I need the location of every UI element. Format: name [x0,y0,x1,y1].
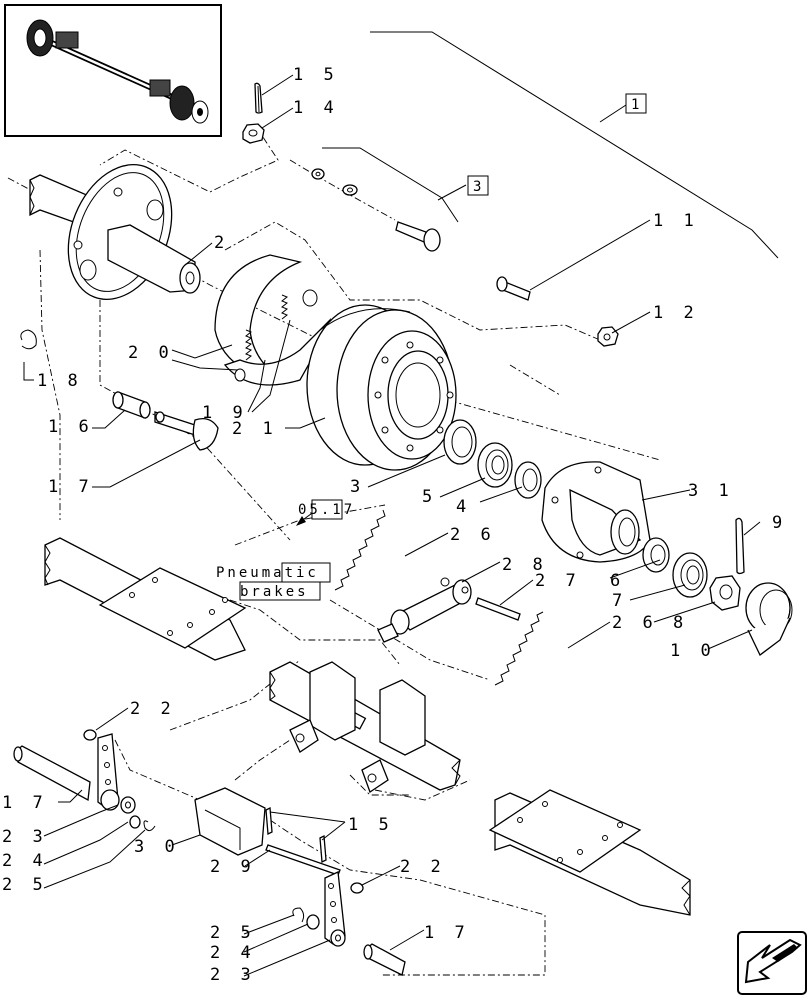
back-arrow-icon[interactable] [737,931,807,995]
callout-10: 1 0 [670,641,716,661]
nut-12 [597,326,619,347]
lever-arm-upper [97,733,120,811]
callout-24b: 2 4 [210,943,256,963]
callout-6: 6 [610,571,625,591]
bearing-7 [672,552,708,598]
mounting-plate-left [98,567,247,649]
callout-2: 2 [214,233,229,253]
callout-19: 1 9 [202,403,248,423]
callout-23a: 2 3 [2,827,48,847]
svg-text:Pneumatic: Pneumatic [216,565,319,581]
callout-23b: 2 3 [210,965,256,985]
callout-3: 3 [350,477,365,497]
bushing-16 [112,391,151,419]
brake-chamber-28 [377,577,472,643]
tension-spring-268 [494,611,544,686]
washer-23-24-upper [120,796,156,832]
washer-23-24-25-lower [292,907,346,947]
callout-5: 5 [422,487,437,507]
callout-15b: 1 5 [348,815,394,835]
callout-25b: 2 5 [210,923,256,943]
cotter-pin-15 [254,82,263,114]
bracket-pair-left [289,661,356,753]
castle-nut-8 [709,575,741,611]
assembly-bracket-lines [322,31,779,259]
axle-thumbnail-icon [26,19,209,124]
callout-11: 1 1 [653,211,699,231]
ref-box-1[interactable]: 1 [625,93,647,114]
castle-nut-14 [242,123,265,144]
leader-lines [23,74,761,977]
race-6 [642,537,670,573]
shaft-17-lower-left [13,745,91,802]
ref-box-3[interactable]: 3 [467,175,489,196]
callout-15: 1 5 [293,65,339,85]
race-4 [514,461,542,499]
bracket-29 [194,787,266,856]
callout-4: 4 [456,497,471,517]
callout-20: 2 0 [128,343,174,363]
bolt-11 [496,276,531,301]
spindle-2 [107,224,201,294]
callout-21: 2 1 [232,419,278,439]
callout-9: 9 [772,513,787,533]
callout-labels: 1 5 1 4 2 1 1 1 2 2 0 1 8 1 9 1 6 2 1 1 … [2,65,787,985]
alignment-lines [7,124,661,976]
tension-spring-26 [334,509,386,591]
callout-17: 1 7 [48,477,94,497]
bracket-pair-right [361,679,426,793]
callout-18: 1 8 [37,371,83,391]
bolt-pin-upper [395,221,441,252]
callout-27: 2 7 [535,571,581,591]
mounting-plate-right [488,789,642,873]
push-rod-27 [475,597,521,621]
callout-12: 1 2 [653,303,699,323]
washer-22a [83,729,97,741]
callout-28: 2 8 [502,555,548,575]
callout-14: 1 4 [293,98,339,118]
callout-22b: 2 2 [400,857,446,877]
shaft-17-lower-right [363,943,406,976]
callout-25a: 2 5 [2,875,48,895]
pin-15b [265,806,327,864]
callout-30: 3 0 [134,837,180,857]
svg-text:brakes: brakes [240,584,309,600]
brake-drum-21 [306,304,457,471]
callout-7: 7 [612,591,627,611]
cotter-pin-9 [735,517,745,575]
rod-29 [265,844,341,876]
callout-31: 3 1 [688,481,734,501]
svg-text:05.17: 05.17 [298,502,355,518]
callout-22a: 2 2 [130,699,176,719]
section-ref-05-17[interactable]: 05.17 [296,499,355,526]
overview-thumbnail[interactable] [4,4,222,137]
seal-ring-3 [443,419,477,465]
callout-268: 2 6 8 [612,613,688,633]
callout-17c: 1 7 [424,923,470,943]
return-springs-19 [245,294,288,361]
callout-16: 1 6 [48,417,94,437]
circlip-18 [20,329,37,350]
callout-17b: 1 7 [2,793,48,813]
drum-bolt-holes [374,341,454,452]
washer-small [311,168,358,196]
svg-text:1: 1 [631,97,642,113]
hub-31 [541,461,651,563]
callout-26: 2 6 [450,525,496,545]
washer-22b [350,882,364,894]
svg-text:3: 3 [473,179,484,195]
callout-29: 2 9 [210,857,256,877]
hub-cap-10 [745,582,793,656]
bearing-5 [477,442,513,488]
camshaft-17-top [154,411,219,451]
pneumatic-brakes-ref[interactable]: Pneumatic brakes [216,562,331,601]
callout-24a: 2 4 [2,851,48,871]
